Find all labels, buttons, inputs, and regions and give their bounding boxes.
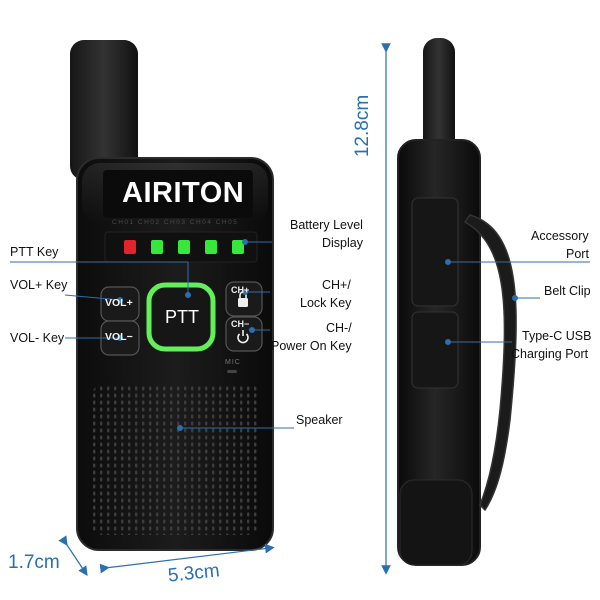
brand-panel (103, 170, 253, 218)
front-antenna (70, 40, 138, 180)
leader-lines (10, 239, 590, 431)
vol-minus-text: VOL− (105, 331, 133, 343)
mic-mark: MIC (225, 359, 241, 366)
battery-led (124, 240, 136, 254)
channel-strip: CH01 CH02 CH03 CH04 CH05 (112, 219, 239, 226)
ch-plus-text: CH+ (231, 285, 250, 295)
ptt-button[interactable] (146, 282, 216, 352)
battery-led (205, 240, 217, 254)
label-ch-plus-line2: Lock Key (300, 296, 352, 310)
vol-plus-text: VOL+ (105, 297, 133, 309)
label-battery-line2: Display (322, 236, 363, 250)
label-accessory-line1: Accessory (531, 229, 589, 243)
ch-minus-button[interactable] (225, 316, 263, 352)
label-vol-minus-key: VOL- Key (10, 331, 65, 345)
label-ptt-key: PTT Key (10, 245, 59, 259)
label-accessory-line2: Port (566, 247, 589, 261)
battery-led (178, 240, 190, 254)
label-typec-line2: Charging Port (511, 347, 589, 361)
speaker-grill (92, 385, 260, 535)
label-ch-minus-line1: CH-/ (326, 321, 352, 335)
power-icon (237, 330, 249, 344)
label-battery-line1: Battery Level (290, 218, 363, 232)
side-view (397, 38, 517, 566)
side-base (399, 479, 473, 566)
battery-leds (124, 240, 244, 254)
side-antenna (423, 38, 455, 168)
mic-hole (227, 370, 237, 373)
label-ch-minus-line2: Power On Key (271, 339, 352, 353)
battery-led (232, 240, 244, 254)
ch-minus-text: CH− (231, 319, 250, 329)
label-typec-line1: Type-C USB (522, 329, 592, 343)
brand-logo: AIRITON (122, 177, 245, 209)
label-belt-clip: Belt Clip (544, 284, 591, 298)
front-view (70, 40, 274, 551)
dimension-depth: 1.7cm (8, 552, 60, 573)
label-speaker: Speaker (296, 413, 343, 427)
label-vol-plus-key: VOL+ Key (10, 278, 68, 292)
belt-clip (463, 214, 517, 512)
typec-port-cover (411, 311, 459, 389)
dimension-lines (58, 43, 391, 576)
accessory-port-cover (411, 197, 459, 307)
dimension-height: 12.8cm (352, 94, 374, 158)
label-ch-plus-line1: CH+/ (322, 278, 351, 292)
battery-led (151, 240, 163, 254)
ptt-text: PTT (165, 307, 199, 327)
